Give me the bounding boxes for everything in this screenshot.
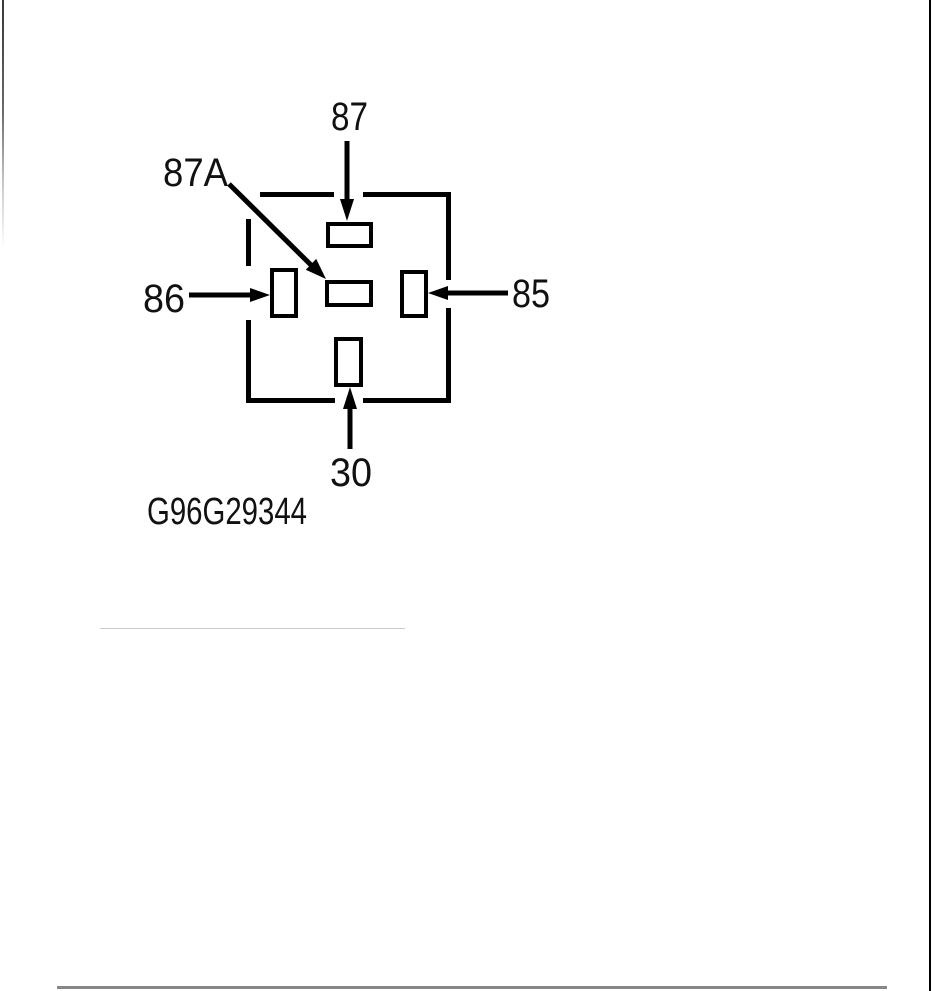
terminal-30 — [334, 337, 363, 387]
pin-label-86: 86 — [143, 277, 185, 321]
pin-label-87a: 87A — [163, 151, 228, 195]
pin-label-87: 87 — [331, 95, 368, 139]
relay-body-outline — [246, 192, 451, 403]
terminal-87 — [326, 222, 373, 248]
pin-label-85: 85 — [512, 272, 550, 316]
figure-code: G96G29344 — [147, 491, 307, 533]
content-divider-line — [100, 628, 405, 629]
terminal-86 — [270, 268, 298, 318]
arrow-30 — [343, 387, 357, 449]
pin-label-30: 30 — [330, 451, 372, 495]
terminal-87a — [325, 280, 373, 307]
relay-terminals — [270, 222, 428, 387]
right-edge-border-line — [929, 0, 931, 991]
pin-labels: 87 87A 86 85 30 — [143, 95, 550, 495]
arrow-87a — [227, 182, 326, 279]
arrow-85 — [428, 286, 508, 300]
callout-arrows — [189, 141, 508, 449]
page-bottom-rule — [57, 986, 887, 989]
arrow-87 — [340, 141, 354, 221]
arrow-86 — [189, 288, 270, 302]
terminal-85 — [400, 270, 428, 318]
left-edge-scan-artifact-line — [2, 0, 4, 250]
